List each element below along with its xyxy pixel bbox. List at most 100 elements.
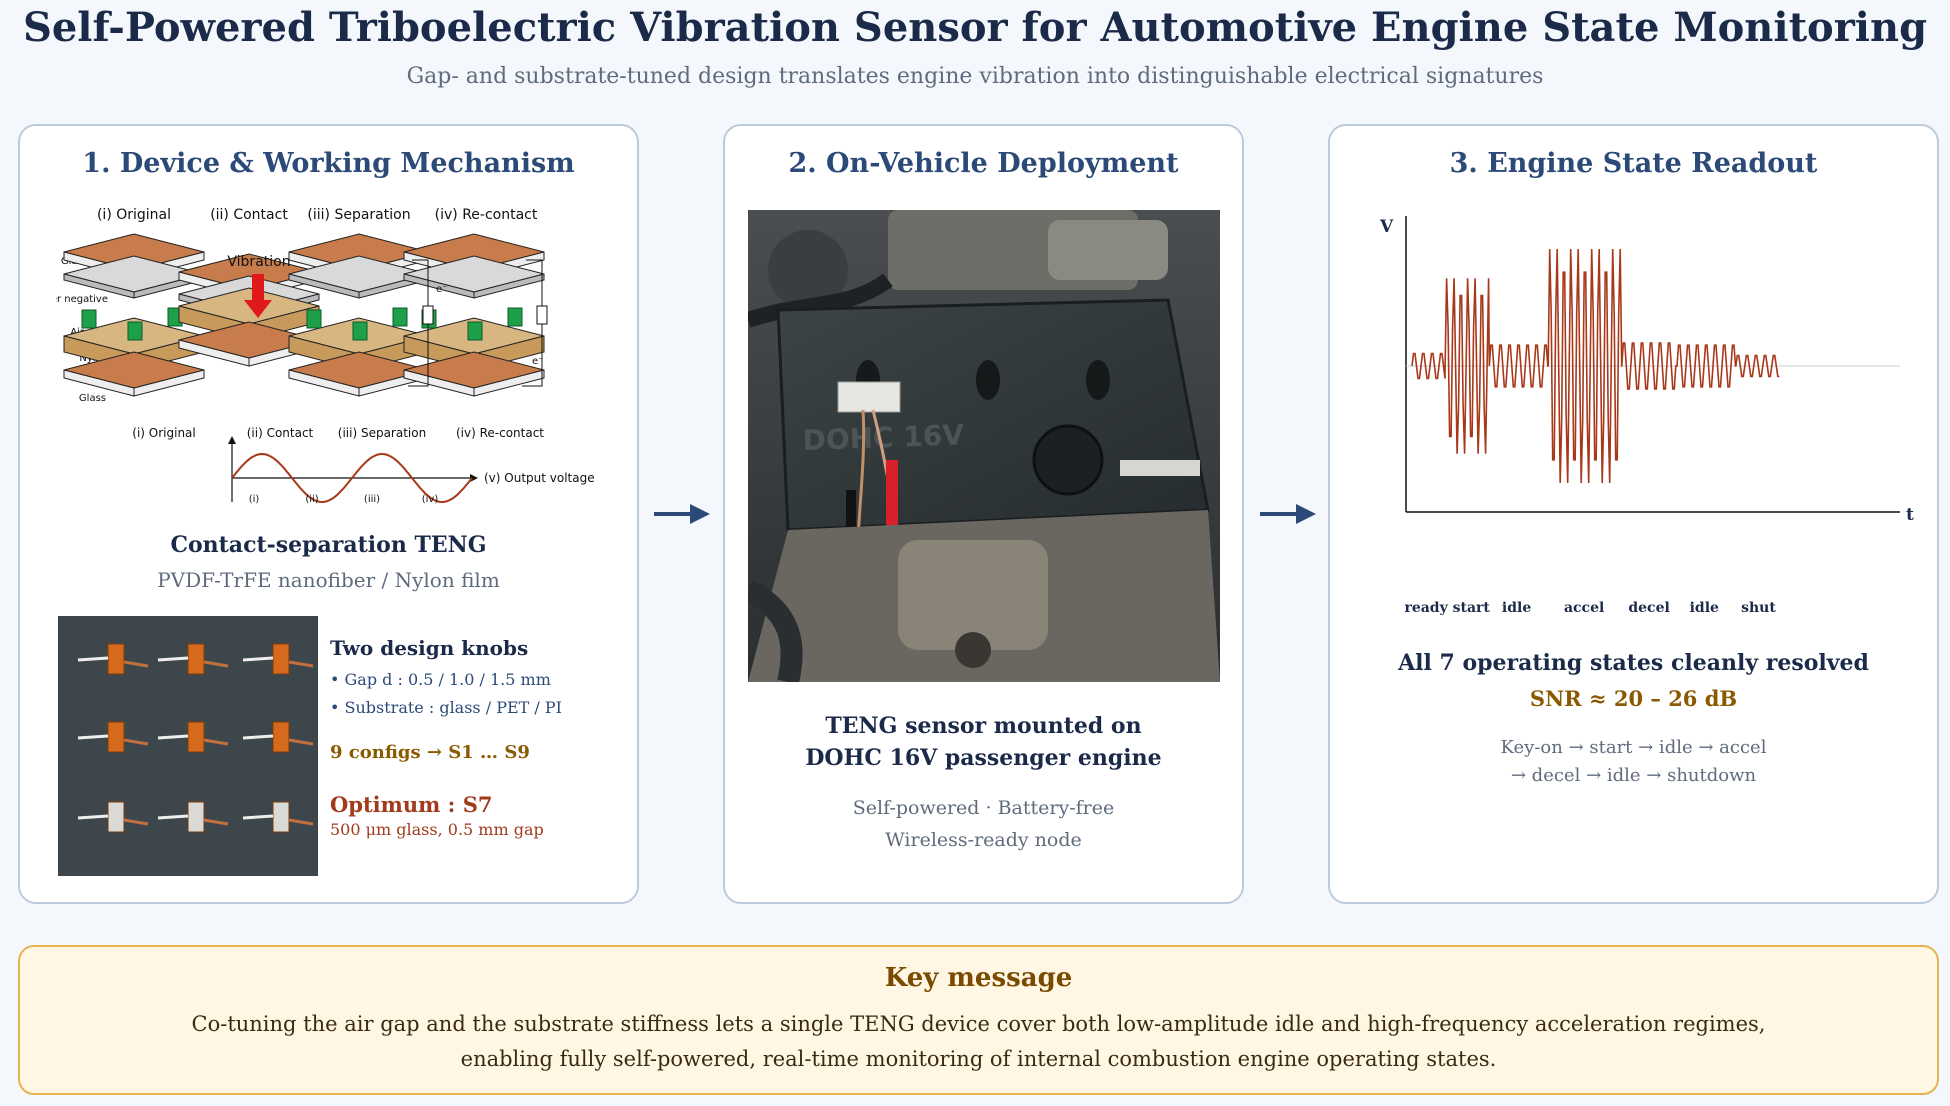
design-knobs-title: Two design knobs	[330, 636, 529, 660]
state-sequence-line2: → decel → idle → shutdown	[1510, 765, 1757, 786]
sample-lead	[77, 734, 109, 740]
layer-slab-side	[133, 369, 205, 397]
spacer-pillar	[507, 307, 523, 327]
wave-tick-label: (i)	[249, 494, 260, 505]
state-label: idle	[1501, 600, 1532, 616]
electron-label: e⁻	[532, 356, 543, 367]
sample-lead	[77, 656, 109, 662]
deployment-note-line2: Wireless-ready node	[885, 829, 1082, 851]
sample-lead	[123, 660, 149, 668]
device-materials: PVDF-TrFE nanofiber / Nylon film	[157, 568, 500, 592]
snr-value: SNR ≈ 20 – 26 dB	[1529, 686, 1738, 711]
sample-lead	[203, 660, 229, 668]
deployment-note: Self-powered · Battery-free Wireless-rea…	[725, 792, 1242, 856]
sample-lead	[123, 818, 149, 826]
key-message-body: Co-tuning the air gap and the substrate …	[80, 1007, 1877, 1077]
stage-label-bottom: (ii) Contact	[247, 426, 314, 440]
panel-device-mechanism: 1. Device & Working Mechanism (i) Origin…	[18, 124, 639, 904]
teng-schematic: (i) Original (ii) Contact (iii) Separati…	[56, 207, 595, 505]
output-voltage-label: (v) Output voltage	[484, 471, 595, 485]
state-sequence-line1: Key-on → start → idle → accel	[1500, 737, 1767, 758]
sensor-array-photo	[58, 616, 318, 876]
state-labels: ready start idle accel decel idle shut	[1330, 600, 1941, 622]
teng-sample	[272, 643, 290, 675]
output-voltage-wave	[231, 452, 473, 504]
circuit-wire-stage3	[408, 259, 434, 387]
spacer-pillar	[306, 309, 322, 329]
stage-label-bottom: (i) Original	[132, 426, 195, 440]
optimum-detail: 500 μm glass, 0.5 mm gap	[330, 820, 544, 839]
panel3-title: 3. Engine State Readout	[1449, 148, 1818, 179]
knob-gap: • Gap d : 0.5 / 1.0 / 1.5 mm	[330, 670, 551, 689]
teng-sample	[187, 801, 205, 833]
layer-slab-side	[473, 273, 545, 299]
deployment-caption-line2: DOHC 16V passenger engine	[805, 745, 1162, 771]
x-axis-label: t	[1906, 505, 1914, 525]
spacer-pillar	[127, 321, 143, 341]
vibration-arrow-icon	[244, 274, 272, 318]
state-label: shut	[1741, 600, 1776, 616]
state-label: accel	[1563, 600, 1605, 616]
state-label: decel	[1628, 600, 1670, 616]
sample-lead	[77, 814, 109, 820]
key-message-line1: Co-tuning the air gap and the substrate …	[191, 1012, 1766, 1036]
sample-lead	[288, 818, 314, 826]
state-label: ready start	[1404, 600, 1490, 616]
key-message-box: Key message Co-tuning the air gap and th…	[18, 945, 1939, 1095]
sample-lead	[157, 656, 189, 662]
device-name: Contact-separation TENG	[170, 532, 487, 558]
sample-lead	[203, 818, 229, 826]
layer-label: Nanofiber negative	[56, 294, 108, 305]
panel-on-vehicle-deployment: 2. On-Vehicle Deployment DOHC 16V	[723, 124, 1244, 904]
sample-lead	[157, 734, 189, 740]
stage-label-top: (iv) Re-contact	[435, 207, 538, 223]
circuit-wire-stage4	[522, 259, 548, 387]
wave-tick-label: (ii)	[305, 494, 318, 505]
wave-tick-label: (iii)	[364, 494, 380, 505]
flow-arrow-icon	[1260, 504, 1316, 524]
teng-sample	[187, 721, 205, 753]
optimum-label: Optimum : S7	[330, 792, 493, 817]
layer-stacks	[63, 233, 545, 397]
deployment-caption: TENG sensor mounted on DOHC 16V passenge…	[725, 710, 1242, 774]
panel-engine-state-readout: 3. Engine State Readout V t ready start i…	[1328, 124, 1939, 904]
state-sequence: Key-on → start → idle → accel → decel → …	[1330, 734, 1937, 790]
teng-sample	[107, 721, 125, 753]
waveform-series	[1411, 248, 1780, 484]
sample-lead	[288, 738, 314, 746]
stage-label-bottom: (iii) Separation	[338, 426, 426, 440]
engine-photo: DOHC 16V	[748, 210, 1220, 682]
readout-headline: All 7 operating states cleanly resolved	[1398, 650, 1869, 676]
teng-sample	[272, 721, 290, 753]
state-label: idle	[1689, 600, 1719, 616]
panel2-title: 2. On-Vehicle Deployment	[788, 148, 1179, 179]
page-subtitle: Gap- and substrate-tuned design translat…	[406, 64, 1544, 89]
sample-lead	[242, 814, 274, 820]
spacer-pillar	[81, 309, 97, 329]
key-message-line2: enabling fully self-powered, real-time m…	[460, 1047, 1497, 1071]
spacer-pillar	[467, 321, 483, 341]
engine-state-chart: V t	[1379, 216, 1914, 525]
stage-label-top: (iii) Separation	[307, 207, 410, 223]
sample-lead	[242, 734, 274, 740]
sample-lead	[203, 738, 229, 746]
teng-sample	[272, 801, 290, 833]
teng-sample	[107, 643, 125, 675]
deployment-caption-line1: TENG sensor mounted on	[825, 713, 1142, 739]
electron-label: e⁻	[436, 284, 447, 295]
output-voltage-plot	[228, 436, 478, 504]
key-message-title: Key message	[884, 963, 1073, 993]
sample-lead	[157, 814, 189, 820]
layer-label: Glass	[79, 393, 106, 404]
wave-tick-label: (iv)	[422, 494, 439, 505]
stage-label-top: (i) Original	[97, 207, 171, 223]
teng-sample	[107, 801, 125, 833]
stage-label-bottom: (iv) Re-contact	[456, 426, 544, 440]
teng-sample	[187, 643, 205, 675]
y-axis-label: V	[1379, 217, 1394, 237]
configs-count: 9 configs → S1 … S9	[330, 742, 530, 763]
sample-lead	[123, 738, 149, 746]
deployment-note-line1: Self-powered · Battery-free	[852, 797, 1115, 819]
knob-substrate: • Substrate : glass / PET / PI	[330, 698, 562, 717]
spacer-pillar	[392, 307, 408, 327]
